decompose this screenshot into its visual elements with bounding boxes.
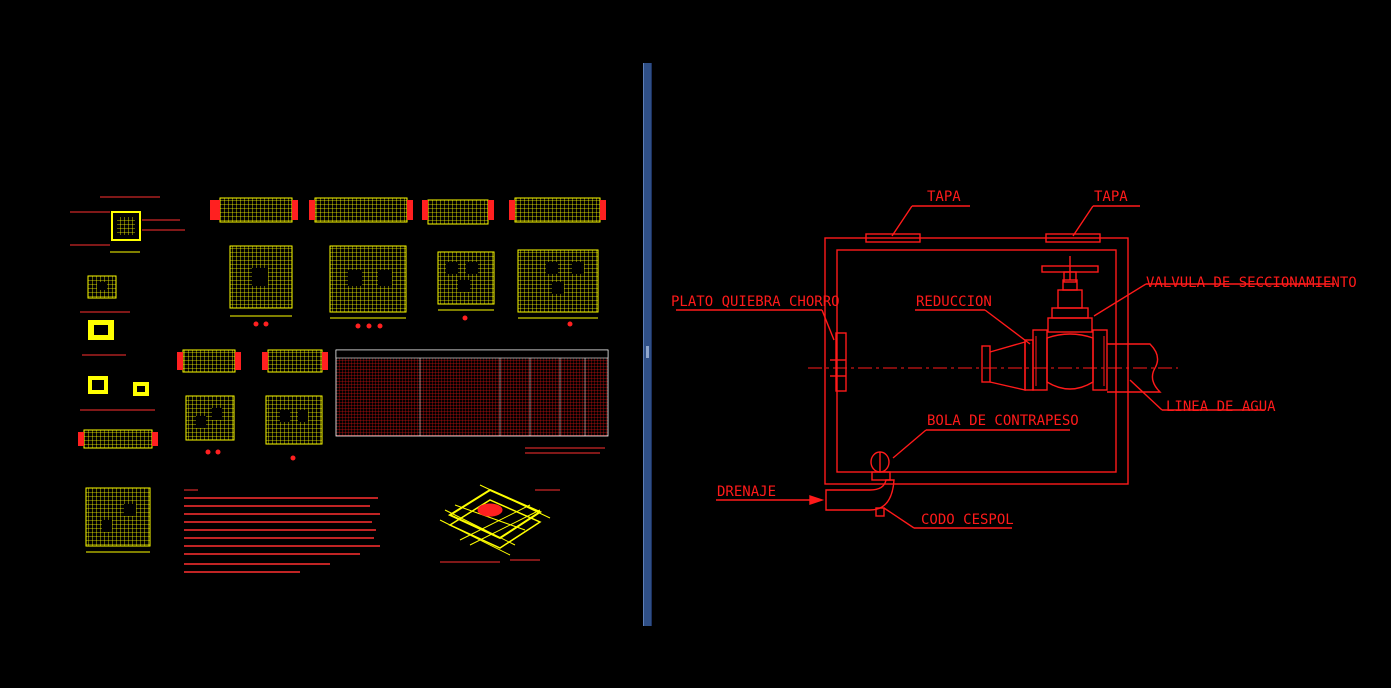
- label-plate: PLATO QUIEBRA CHORRO: [671, 294, 840, 310]
- label-water-line: LINEA DE AGUA: [1166, 399, 1276, 415]
- splash-plate: [835, 332, 847, 392]
- small-section-detail: [70, 196, 185, 253]
- plan-grids-top: [229, 245, 599, 329]
- overview-canvas: [70, 196, 609, 573]
- rebar-schedule-table: [335, 349, 609, 454]
- viewport-splitter[interactable]: [643, 63, 652, 626]
- section-strips: [210, 197, 606, 225]
- valve-chamber-detail[interactable]: TAPA TAPA VALVULA DE SECCIONAMIENTO PLAT…: [656, 0, 1391, 688]
- bottom-plan-grid: [85, 487, 151, 553]
- small-box-details: [80, 275, 155, 411]
- isometric-cage: [439, 484, 560, 563]
- label-drain: DRENAJE: [717, 484, 776, 500]
- label-tapa-left: TAPA: [927, 189, 961, 205]
- label-valve: VALVULA DE SECCIONAMIENTO: [1146, 275, 1357, 291]
- splitter-grip-icon[interactable]: [646, 346, 649, 358]
- plan-grids-middle: [78, 349, 328, 461]
- detail-canvas: TAPA TAPA VALVULA DE SECCIONAMIENTO PLAT…: [671, 189, 1357, 529]
- cover-right: [1045, 233, 1101, 243]
- notes-block: [184, 489, 380, 573]
- chamber-inner-wall: [836, 249, 1117, 473]
- label-tapa-right: TAPA: [1094, 189, 1128, 205]
- label-counterweight: BOLA DE CONTRAPESO: [927, 413, 1079, 429]
- chamber-outer-wall: [824, 237, 1129, 485]
- drain-elbow: [825, 479, 895, 511]
- label-elbow: CODO CESPOL: [921, 512, 1014, 528]
- drawing-sheet-overview[interactable]: [0, 0, 640, 688]
- label-reduction: REDUCCION: [916, 294, 992, 310]
